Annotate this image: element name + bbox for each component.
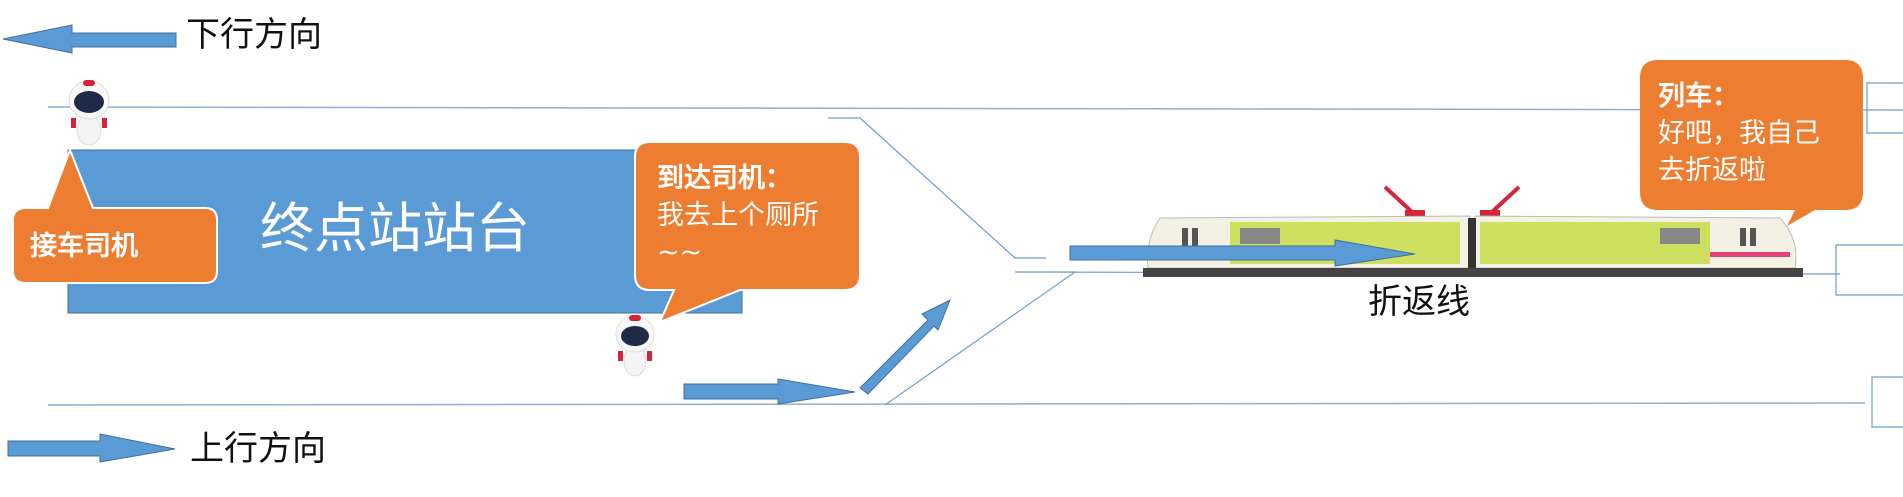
down-direction-label: 下行方向 xyxy=(186,15,322,55)
callout-speaker: 到达司机： xyxy=(657,163,792,194)
track-end-bracket xyxy=(1871,376,1903,428)
callout-train-shape xyxy=(1640,60,1863,226)
callout-message: 我去上个厕所~~ xyxy=(657,200,819,268)
switch-line-upper xyxy=(828,117,1046,259)
callout-message: 好吧，我自己去折返啦 xyxy=(1658,118,1820,186)
turnback-line-label: 折返线 xyxy=(1368,282,1470,322)
arrow-right-icon xyxy=(683,378,856,405)
arrow-left-icon xyxy=(2,24,177,54)
robot-mascot-icon xyxy=(615,315,655,377)
robot-mascot-icon xyxy=(68,80,110,146)
callout-train: 列车： 好吧，我自己去折返啦 xyxy=(1658,78,1838,189)
track-end-bracket xyxy=(1835,244,1903,296)
platform-label: 终点站站台 xyxy=(260,197,530,260)
callout-arriving-driver: 到达司机： 我去上个厕所~~ xyxy=(657,160,847,271)
callout-speaker: 列车： xyxy=(1658,81,1739,112)
callout-pickup-driver-shape xyxy=(12,147,218,284)
turnback-track xyxy=(884,271,1841,406)
up-direction-label: 上行方向 xyxy=(190,429,326,469)
arrow-right-icon xyxy=(1069,239,1416,267)
upline-track xyxy=(47,402,1866,406)
callout-arriving-driver-shape xyxy=(634,141,861,324)
arrow-diagonal-icon xyxy=(859,298,951,395)
callout-pickup-driver-text: 接车司机 xyxy=(30,231,138,262)
arrow-right-icon xyxy=(7,433,176,463)
downline-track xyxy=(47,106,1903,111)
track-end-bracket xyxy=(1866,82,1903,134)
